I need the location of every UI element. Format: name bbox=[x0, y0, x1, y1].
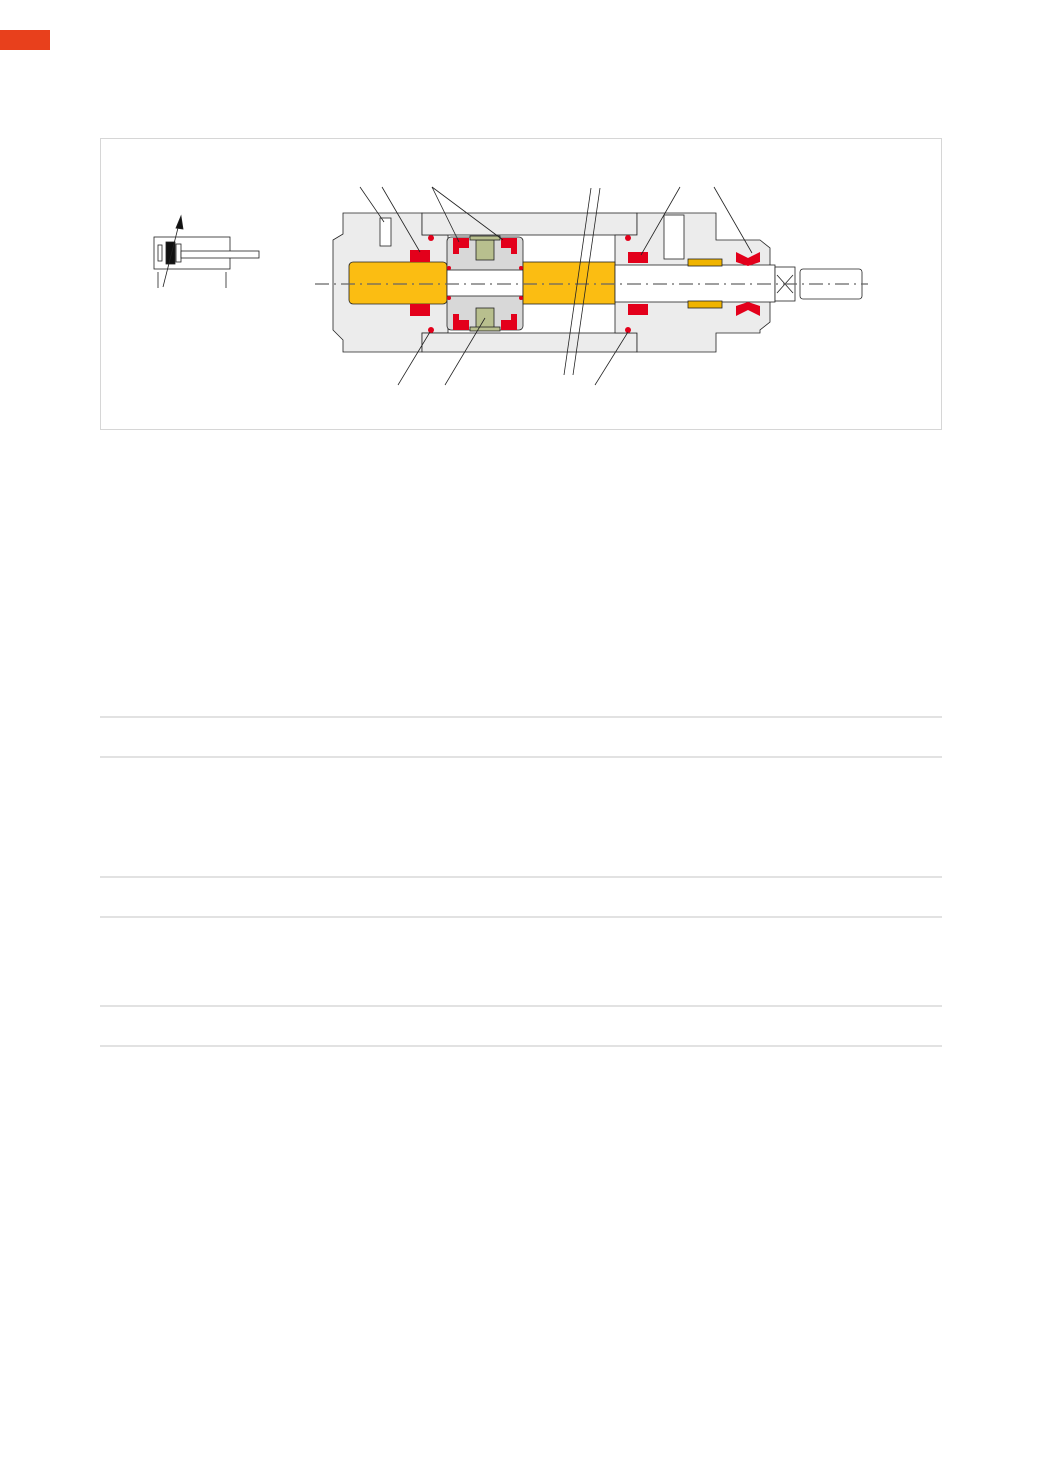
table-rule bbox=[100, 1005, 942, 1007]
wear-ring-top bbox=[469, 235, 501, 241]
magnet-top bbox=[475, 239, 495, 261]
table-rule bbox=[100, 1045, 942, 1047]
table-rule bbox=[100, 756, 942, 758]
figure-frame bbox=[100, 138, 942, 430]
piston-bore bbox=[446, 269, 524, 297]
seal bbox=[628, 304, 648, 315]
wiper-seal bbox=[736, 302, 760, 316]
accent-bar bbox=[0, 30, 50, 50]
guide-bush-bottom bbox=[687, 300, 723, 309]
seal bbox=[628, 252, 648, 263]
air-port bbox=[663, 214, 685, 260]
seal bbox=[501, 238, 517, 254]
seal bbox=[453, 314, 469, 330]
seal bbox=[501, 314, 517, 330]
piston-rod-middle bbox=[522, 261, 616, 305]
tube-bottom bbox=[421, 332, 638, 353]
seal bbox=[453, 238, 469, 254]
guide-bush-top bbox=[687, 258, 723, 267]
o-ring bbox=[625, 235, 631, 241]
o-ring bbox=[428, 235, 434, 241]
o-ring bbox=[428, 327, 434, 333]
o-ring bbox=[625, 327, 631, 333]
seals bbox=[410, 235, 760, 333]
table-rule bbox=[100, 916, 942, 918]
piston-rod-left bbox=[348, 261, 448, 305]
seal bbox=[410, 304, 430, 316]
table-rule bbox=[100, 876, 942, 878]
cylinder-symbol bbox=[153, 214, 260, 288]
seal bbox=[410, 250, 430, 262]
leader-lines bbox=[359, 186, 753, 386]
wear-ring-bottom bbox=[469, 326, 501, 332]
table-rule bbox=[100, 716, 942, 718]
wiper-seal bbox=[736, 252, 760, 266]
cushion-screw bbox=[379, 217, 392, 247]
